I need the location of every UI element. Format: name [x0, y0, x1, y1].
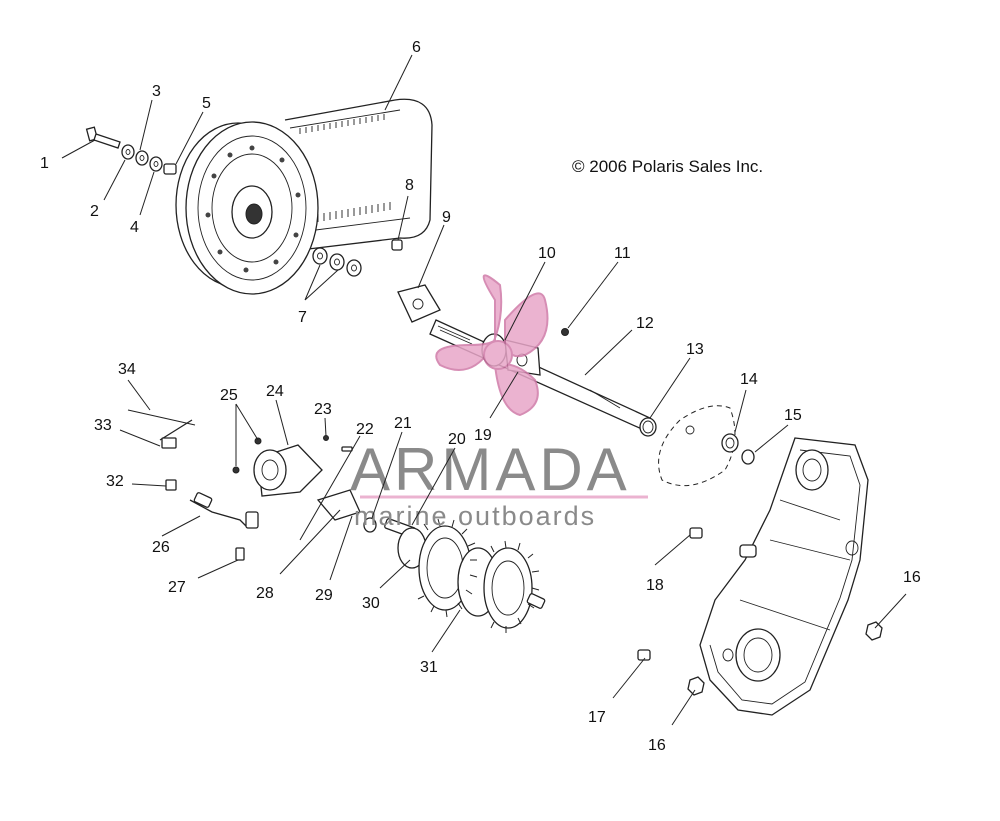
brake-disc: [658, 405, 755, 487]
callout-27: 27: [168, 579, 186, 596]
callout-25: 25: [220, 387, 238, 404]
callout-34: 34: [118, 361, 136, 378]
callout-18: 18: [646, 577, 664, 594]
callout-19: 19: [474, 427, 492, 444]
callout-7: 7: [298, 309, 307, 326]
callout-11: 11: [614, 245, 631, 262]
callout-16-upper: 16: [903, 569, 921, 586]
callout-13: 13: [686, 341, 704, 358]
shim-washers: [312, 247, 362, 277]
callout-16-lower: 16: [648, 737, 666, 754]
callout-23: 23: [314, 401, 332, 418]
callout-10: 10: [538, 245, 556, 262]
callout-24: 24: [266, 383, 284, 400]
callout-1: 1: [40, 155, 49, 172]
callout-14: 14: [740, 371, 758, 388]
callout-28: 28: [256, 585, 274, 602]
callout-6: 6: [412, 39, 421, 56]
drive-clutch: [175, 98, 433, 295]
watermark-logo: [360, 274, 648, 499]
callout-12: 12: [636, 315, 654, 332]
watermark-title: ARMADA: [350, 436, 631, 503]
callout-33: 33: [94, 417, 112, 434]
callout-9: 9: [442, 209, 451, 226]
callout-20: 20: [448, 431, 466, 448]
gear-cluster: [363, 517, 546, 633]
callout-26: 26: [152, 539, 170, 556]
callout-4: 4: [130, 219, 139, 236]
copyright-text: © 2006 Polaris Sales Inc.: [572, 157, 763, 176]
bearing-housing: [232, 435, 353, 497]
callout-21: 21: [394, 415, 412, 432]
gasket: [316, 489, 361, 521]
chaincase-cover: [637, 437, 883, 716]
callout-15: 15: [784, 407, 802, 424]
callout-2: 2: [90, 203, 99, 220]
leader-lines: [61, 54, 907, 726]
speed-sensor: [127, 409, 259, 561]
callout-5: 5: [202, 95, 211, 112]
watermark-subtitle: marine outboards: [354, 501, 596, 531]
callout-labels: 1 2 3 4 5 6 7 8 9 10 11 12 13 14 15 16 1…: [40, 39, 921, 754]
callout-32: 32: [106, 473, 124, 490]
callout-3: 3: [152, 83, 161, 100]
callout-31: 31: [420, 659, 438, 676]
callout-29: 29: [315, 587, 333, 604]
clutch-bolt-washers: [85, 126, 177, 175]
callout-17: 17: [588, 709, 606, 726]
callout-22: 22: [356, 421, 374, 438]
clutch-bolts: [205, 145, 301, 273]
callout-30: 30: [362, 595, 380, 612]
callout-8: 8: [405, 177, 414, 194]
